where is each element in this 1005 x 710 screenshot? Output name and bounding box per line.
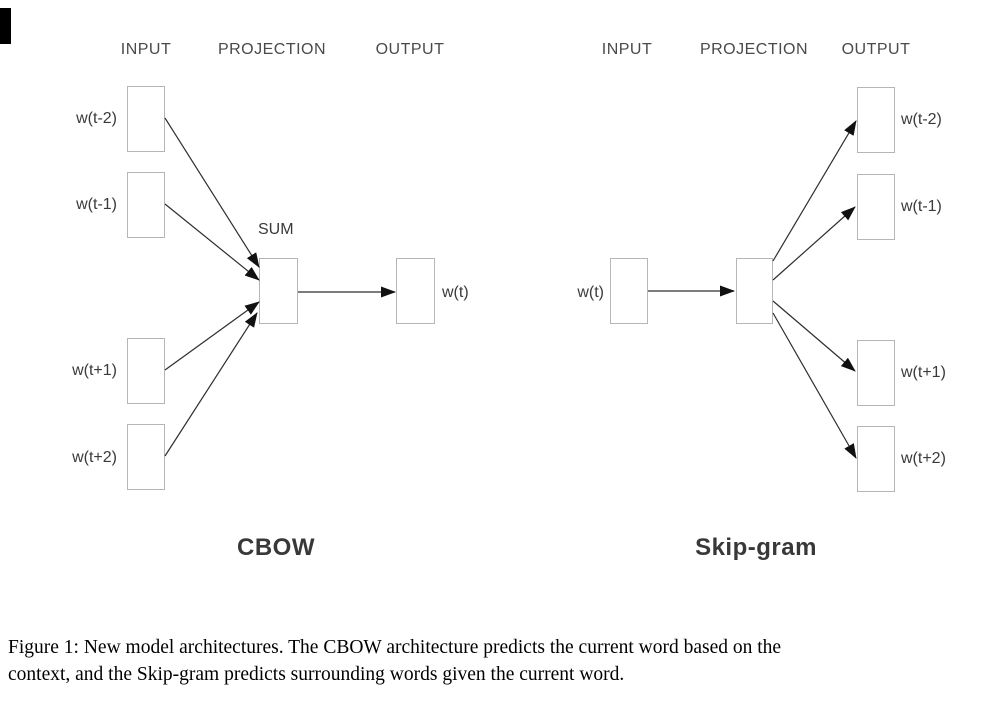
cbow-input-box-wt-1 bbox=[127, 172, 165, 238]
skipgram-projection-box bbox=[736, 258, 773, 324]
skipgram-output-label-wt+2: w(t+2) bbox=[901, 450, 946, 467]
skipgram-output-box-wt+2 bbox=[857, 426, 895, 492]
cbow-output-label-wt: w(t) bbox=[442, 284, 469, 301]
cbow-arrow-wt+2-to-projection bbox=[164, 312, 258, 457]
figure-caption: Figure 1: New model architectures. The C… bbox=[8, 634, 1000, 688]
skipgram-arrow-projection-to-wt-2 bbox=[772, 120, 857, 262]
cbow-input-label-wt-2: w(t-2) bbox=[76, 110, 117, 127]
skipgram-output-label-wt-2: w(t-2) bbox=[901, 111, 942, 128]
skipgram-header-output: OUTPUT bbox=[841, 41, 911, 58]
cbow-arrow-wt-1-to-projection bbox=[164, 203, 260, 281]
cbow-input-box-wt+2 bbox=[127, 424, 165, 490]
cbow-projection-box bbox=[259, 258, 298, 324]
cbow-sum-label: SUM bbox=[258, 221, 294, 238]
skipgram-output-box-wt-1 bbox=[857, 174, 895, 240]
skipgram-input-label-wt: w(t) bbox=[577, 284, 604, 301]
cbow-input-box-wt+1 bbox=[127, 338, 165, 404]
cbow-input-box-wt-2 bbox=[127, 86, 165, 152]
skipgram-arrow-projection-to-wt+2 bbox=[772, 312, 857, 459]
skipgram-output-box-wt-2 bbox=[857, 87, 895, 153]
cbow-output-box bbox=[396, 258, 435, 324]
figure-caption-line-2: context, and the Skip-gram predicts surr… bbox=[8, 664, 625, 685]
cbow-title: CBOW bbox=[237, 534, 315, 561]
cbow-arrow-wt+1-to-projection bbox=[164, 301, 260, 371]
skipgram-title: Skip-gram bbox=[695, 534, 817, 561]
skipgram-output-label-wt-1: w(t-1) bbox=[901, 198, 942, 215]
cbow-arrow-wt-2-to-projection bbox=[164, 117, 260, 268]
skipgram-header-input: INPUT bbox=[601, 41, 653, 58]
cbow-header-output: OUTPUT bbox=[375, 41, 445, 58]
skipgram-input-box bbox=[610, 258, 648, 324]
cbow-input-label-wt+1: w(t+1) bbox=[72, 362, 117, 379]
cbow-input-label-wt+2: w(t+2) bbox=[72, 449, 117, 466]
skipgram-header-projection: PROJECTION bbox=[699, 41, 809, 58]
cbow-input-label-wt-1: w(t-1) bbox=[76, 196, 117, 213]
page-edge-artifact-mark bbox=[0, 8, 11, 44]
skipgram-arrow-projection-to-wt+1 bbox=[772, 300, 856, 372]
skipgram-output-label-wt+1: w(t+1) bbox=[901, 364, 946, 381]
skipgram-output-box-wt+1 bbox=[857, 340, 895, 406]
figure-caption-line-1: Figure 1: New model architectures. The C… bbox=[8, 637, 782, 658]
cbow-header-projection: PROJECTION bbox=[217, 41, 327, 58]
cbow-header-input: INPUT bbox=[120, 41, 172, 58]
skipgram-arrow-projection-to-wt-1 bbox=[772, 206, 856, 281]
